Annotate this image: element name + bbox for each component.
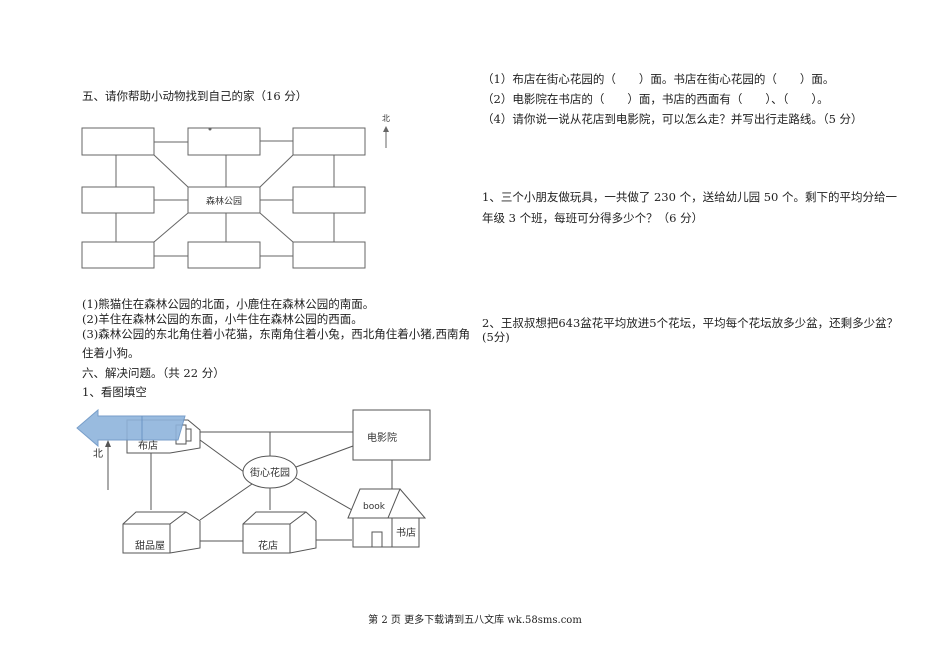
flower-house — [242, 511, 317, 554]
problem-2-line-1: 2、王叔叔想把643盆花平均放进5个花坛，平均每个花坛放多少盆，还剩多少盆？ — [482, 316, 899, 330]
fill-question-1: （1）布店在街心花园的（ ）面。书店在街心花园的（ ）面。 — [482, 72, 835, 86]
clue-1: (1)熊猫住在森林公园的北面，小鹿住在森林公园的南面。 — [82, 297, 375, 311]
garden-label: 街心花园 — [250, 466, 290, 479]
w-box — [81, 186, 155, 214]
center-label: 森林公园 — [206, 195, 242, 207]
clue-2: (2)羊住在森林公园的东面，小牛住在森林公园的西面。 — [82, 312, 363, 326]
n-box — [187, 127, 261, 156]
section6-title: 六、解决问题。（共 22 分） — [82, 366, 225, 380]
page-footer: 第 2 页 更多下载请到五八文库 wk.58sms.com — [368, 615, 582, 626]
map-north-label: 北 — [93, 448, 103, 460]
ne-box — [292, 127, 366, 156]
clue-3-cont: 住着小狗。 — [82, 346, 140, 360]
sw-box — [81, 241, 155, 269]
left-arrow-overlay-icon — [76, 408, 186, 448]
bookstore-house — [352, 517, 420, 548]
section5-title: 五、请你帮助小动物找到自己的家（16 分） — [82, 89, 308, 103]
fill-question-2: （2）电影院在书店的（ ）面，书店的西面有（ ）、（ ）。 — [482, 92, 829, 106]
cinema-box — [352, 409, 431, 461]
problem-2-line-2: (5分) — [482, 330, 510, 344]
dessert-house — [122, 511, 201, 554]
book-sign-label: book — [363, 502, 386, 512]
center-box — [187, 186, 261, 214]
cinema-label: 电影院 — [367, 431, 397, 444]
north-arrow-icon — [105, 440, 111, 447]
e-box — [292, 186, 366, 214]
s-box — [187, 241, 261, 269]
north-label: 北 — [382, 114, 390, 123]
cloth-store-label: 布店 — [138, 439, 158, 452]
flower-label: 花店 — [258, 539, 278, 552]
bookstore-label: 书店 — [396, 526, 416, 539]
se-box — [292, 241, 366, 269]
fill-question-4: （4）请你说一说从花店到电影院，可以怎么走？并写出行走路线。（5 分） — [482, 112, 863, 126]
problem-1-line-1: 1、三个小朋友做玩具，一共做了 230 个，送给幼儿园 50 个。剩下的平均分给… — [482, 190, 898, 204]
clue-3: (3)森林公园的东北角住着小花猫，东南角住着小兔，西北角住着小猪,西南角 — [82, 327, 470, 341]
dessert-label: 甜品屋 — [135, 539, 165, 552]
nw-box — [81, 127, 155, 156]
problem-1-line-2: 年级 3 个班，每班可分得多少个？（6 分） — [482, 211, 704, 225]
q1-title: 1、看图填空 — [82, 385, 147, 399]
garden-ellipse — [242, 455, 298, 489]
